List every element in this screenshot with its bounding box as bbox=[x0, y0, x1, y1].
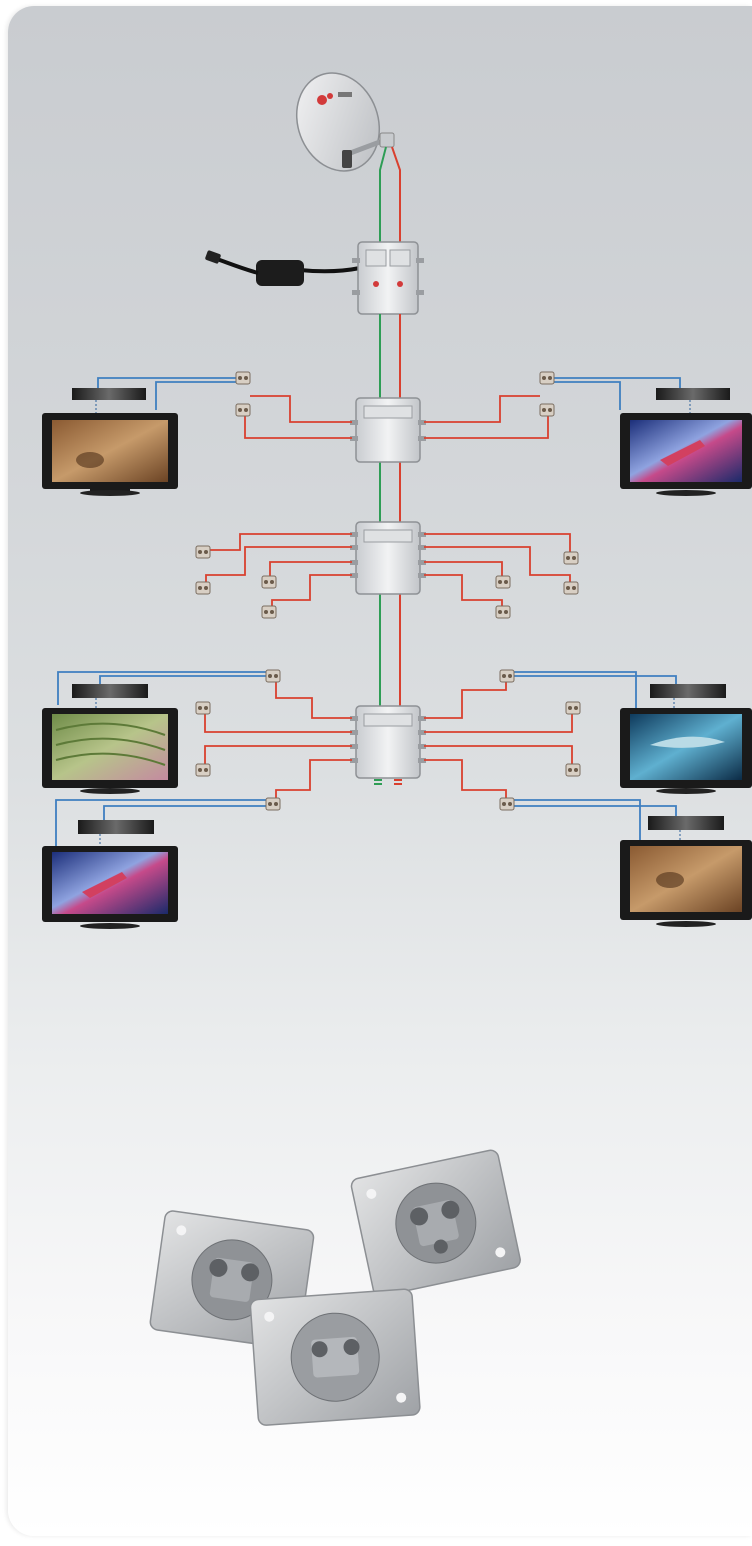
tv-screen-4 bbox=[620, 708, 752, 794]
outlet bbox=[235, 371, 251, 385]
tv-screen-1 bbox=[42, 413, 178, 496]
stb-tv-links bbox=[95, 400, 691, 846]
outlet bbox=[265, 797, 281, 811]
trunk-cables bbox=[379, 314, 401, 706]
outlet bbox=[195, 701, 211, 715]
set-top-boxes bbox=[72, 388, 730, 834]
set-top-box bbox=[648, 816, 724, 830]
wall-socket bbox=[350, 1149, 521, 1297]
outlet bbox=[499, 797, 515, 811]
outlet bbox=[565, 763, 581, 777]
outlet bbox=[563, 581, 579, 595]
multiswitch-level-1 bbox=[350, 397, 426, 463]
branch-cables bbox=[204, 395, 573, 804]
outlet bbox=[499, 669, 515, 683]
outlet bbox=[195, 763, 211, 777]
wall-socket-products bbox=[149, 1149, 521, 1426]
outlet bbox=[563, 551, 579, 565]
outlet bbox=[261, 605, 277, 619]
outlet bbox=[539, 371, 555, 385]
wall-outlets bbox=[195, 371, 581, 811]
tv-screen-5 bbox=[42, 846, 178, 929]
multiswitch-level-2 bbox=[350, 521, 426, 595]
outlet bbox=[195, 581, 211, 595]
set-top-box bbox=[72, 684, 148, 698]
outlet bbox=[261, 575, 277, 589]
satellite-dish bbox=[295, 72, 395, 172]
outlet bbox=[539, 403, 555, 417]
set-top-box bbox=[650, 684, 726, 698]
tv-screen-3 bbox=[42, 708, 178, 794]
outlet bbox=[495, 575, 511, 589]
outlet bbox=[195, 545, 211, 559]
power-adapter bbox=[205, 250, 361, 286]
tv-screen-6 bbox=[620, 840, 752, 927]
tv-screen-2 bbox=[620, 413, 752, 496]
outlet bbox=[235, 403, 251, 417]
set-top-box bbox=[656, 388, 730, 400]
set-top-box bbox=[78, 820, 154, 834]
multiswitch-amplifier bbox=[352, 241, 424, 315]
set-top-box bbox=[72, 388, 146, 400]
outlet bbox=[495, 605, 511, 619]
multiswitch-level-3 bbox=[350, 705, 426, 785]
wall-socket bbox=[249, 1288, 421, 1426]
outlet bbox=[565, 701, 581, 715]
outlet bbox=[265, 669, 281, 683]
feed-cables-top bbox=[379, 146, 401, 245]
